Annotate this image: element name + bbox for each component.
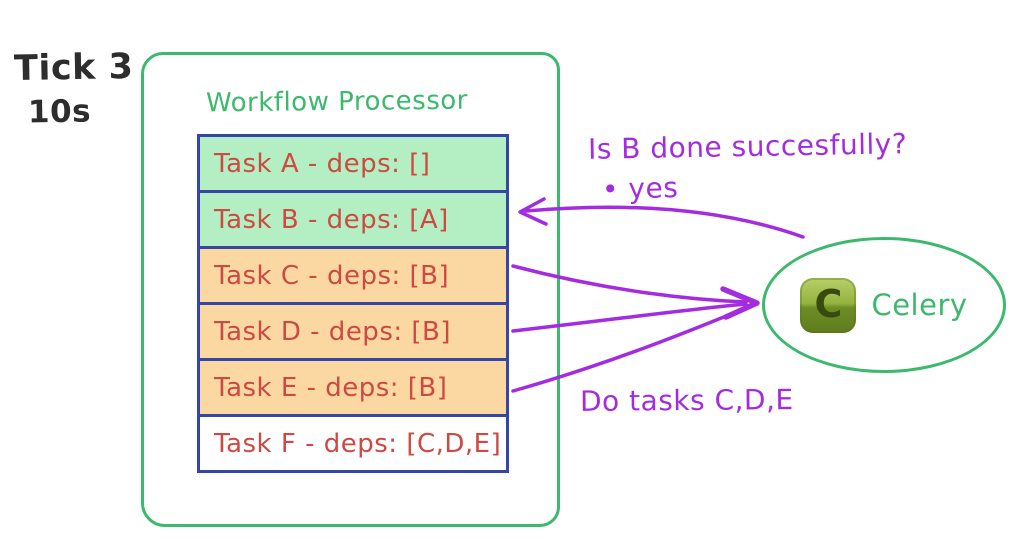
task-d-label: Task D - deps: [B] <box>214 316 452 347</box>
celery-label: Celery <box>871 288 968 322</box>
task-e-label: Task E - deps: [B] <box>214 372 448 403</box>
task-row-d: Task D - deps: [B] <box>200 305 506 361</box>
question-text: Is B done succesfully? <box>587 127 908 166</box>
tick-label: Tick 3 <box>13 46 134 90</box>
celery-logo-icon: C <box>800 277 857 333</box>
tick-duration: 10s <box>27 93 92 131</box>
workflow-processor-box: Workflow Processor Task A - deps: [] Tas… <box>141 52 560 527</box>
task-row-e: Task E - deps: [B] <box>200 361 506 417</box>
celery-node: C Celery <box>762 237 1006 373</box>
task-row-c: Task C - deps: [B] <box>200 249 506 305</box>
task-row-b: Task B - deps: [A] <box>200 193 506 249</box>
arrow-celery-to-task-b <box>524 205 805 239</box>
task-b-label: Task B - deps: [A] <box>214 204 449 235</box>
arrowhead-celery-icon <box>720 286 760 320</box>
celery-logo-letter: C <box>814 282 843 326</box>
answer-text: • yes <box>601 171 679 206</box>
command-text: Do tasks C,D,E <box>579 383 794 418</box>
task-f-label: Task F - deps: [C,D,E] <box>214 428 502 459</box>
task-a-label: Task A - deps: [] <box>214 148 431 179</box>
task-c-label: Task C - deps: [B] <box>214 260 450 291</box>
task-row-a: Task A - deps: [] <box>200 137 506 193</box>
workflow-title: Workflow Processor <box>205 85 469 119</box>
task-row-f: Task F - deps: [C,D,E] <box>200 417 506 470</box>
task-table: Task A - deps: [] Task B - deps: [A] Tas… <box>197 134 509 473</box>
